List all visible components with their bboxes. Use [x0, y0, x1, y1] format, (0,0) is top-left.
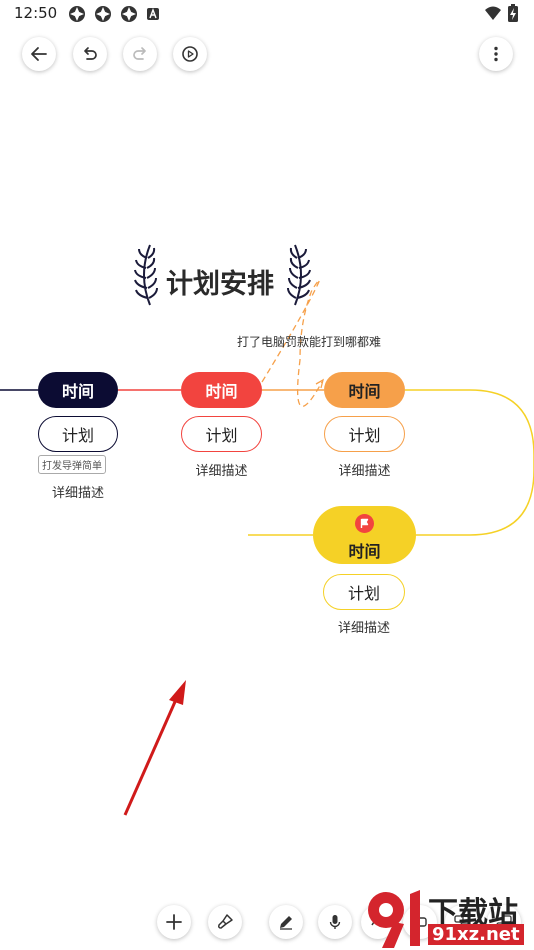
- relation-curve: [261, 279, 323, 407]
- plan-node-3[interactable]: 计划: [324, 416, 405, 452]
- pencil-icon: [280, 916, 292, 930]
- desc-node-2[interactable]: 详细描述: [195, 464, 248, 479]
- desc-node-3[interactable]: 详细描述: [338, 464, 391, 479]
- time-node-4-label: 时间: [348, 542, 381, 561]
- status-time: 12:50: [14, 4, 58, 22]
- style-brush-button[interactable]: [208, 905, 242, 939]
- laurel-right-icon: [287, 244, 311, 306]
- undo-button[interactable]: [73, 37, 107, 71]
- arrow-left-icon: [31, 47, 47, 61]
- watermark-logo-icon: [368, 890, 420, 948]
- relation-annotation[interactable]: 打了电脑罚款能打到哪都难: [237, 335, 382, 349]
- more-vertical-icon: [494, 46, 498, 62]
- edit-button[interactable]: [269, 905, 303, 939]
- microphone-icon: [329, 915, 341, 929]
- wifi-icon: [485, 6, 501, 20]
- voice-button[interactable]: [318, 905, 352, 939]
- a-notification-icon: [147, 8, 159, 20]
- flag-icon: [355, 514, 374, 533]
- plan-node-1[interactable]: 计划: [38, 416, 118, 452]
- play-circle-icon: [182, 46, 198, 62]
- node-tag[interactable]: 打发导弹简单: [38, 455, 106, 474]
- plan-node-4[interactable]: 计划: [323, 574, 405, 610]
- watermark-text-bottom: 91xz.net: [428, 924, 524, 945]
- undo-icon: [84, 47, 97, 60]
- app-notification-icon: [69, 6, 85, 22]
- laurel-left-icon: [134, 244, 158, 306]
- paint-brush-icon: [218, 914, 233, 929]
- redo-button[interactable]: [123, 37, 157, 71]
- add-node-button[interactable]: [157, 905, 191, 939]
- watermark: 下载站 91xz.net: [364, 886, 534, 950]
- status-notification-icons: [68, 5, 160, 23]
- time-node-4[interactable]: 时间: [313, 506, 416, 564]
- back-button[interactable]: [22, 37, 56, 71]
- time-node-2[interactable]: 时间: [181, 372, 262, 408]
- plan-node-2[interactable]: 计划: [181, 416, 262, 452]
- annotation-arrow-head: [169, 680, 186, 705]
- more-options-button[interactable]: [479, 37, 513, 71]
- relation-arrowhead: [315, 378, 325, 389]
- annotation-arrow-line: [123, 694, 180, 816]
- app-notification-icon: [95, 6, 111, 22]
- battery-charging-icon: [508, 4, 518, 22]
- redo-icon: [133, 47, 146, 60]
- app-notification-icon: [121, 6, 137, 22]
- desc-node-4[interactable]: 详细描述: [337, 621, 390, 636]
- connector-line: [405, 389, 534, 536]
- desc-node-1[interactable]: 详细描述: [51, 486, 104, 501]
- plus-icon: [166, 914, 182, 930]
- time-node-3[interactable]: 时间: [324, 372, 405, 408]
- play-button[interactable]: [173, 37, 207, 71]
- map-title[interactable]: 计划安排: [166, 269, 274, 300]
- time-node-1[interactable]: 时间: [38, 372, 118, 408]
- status-system-icons: [484, 4, 518, 22]
